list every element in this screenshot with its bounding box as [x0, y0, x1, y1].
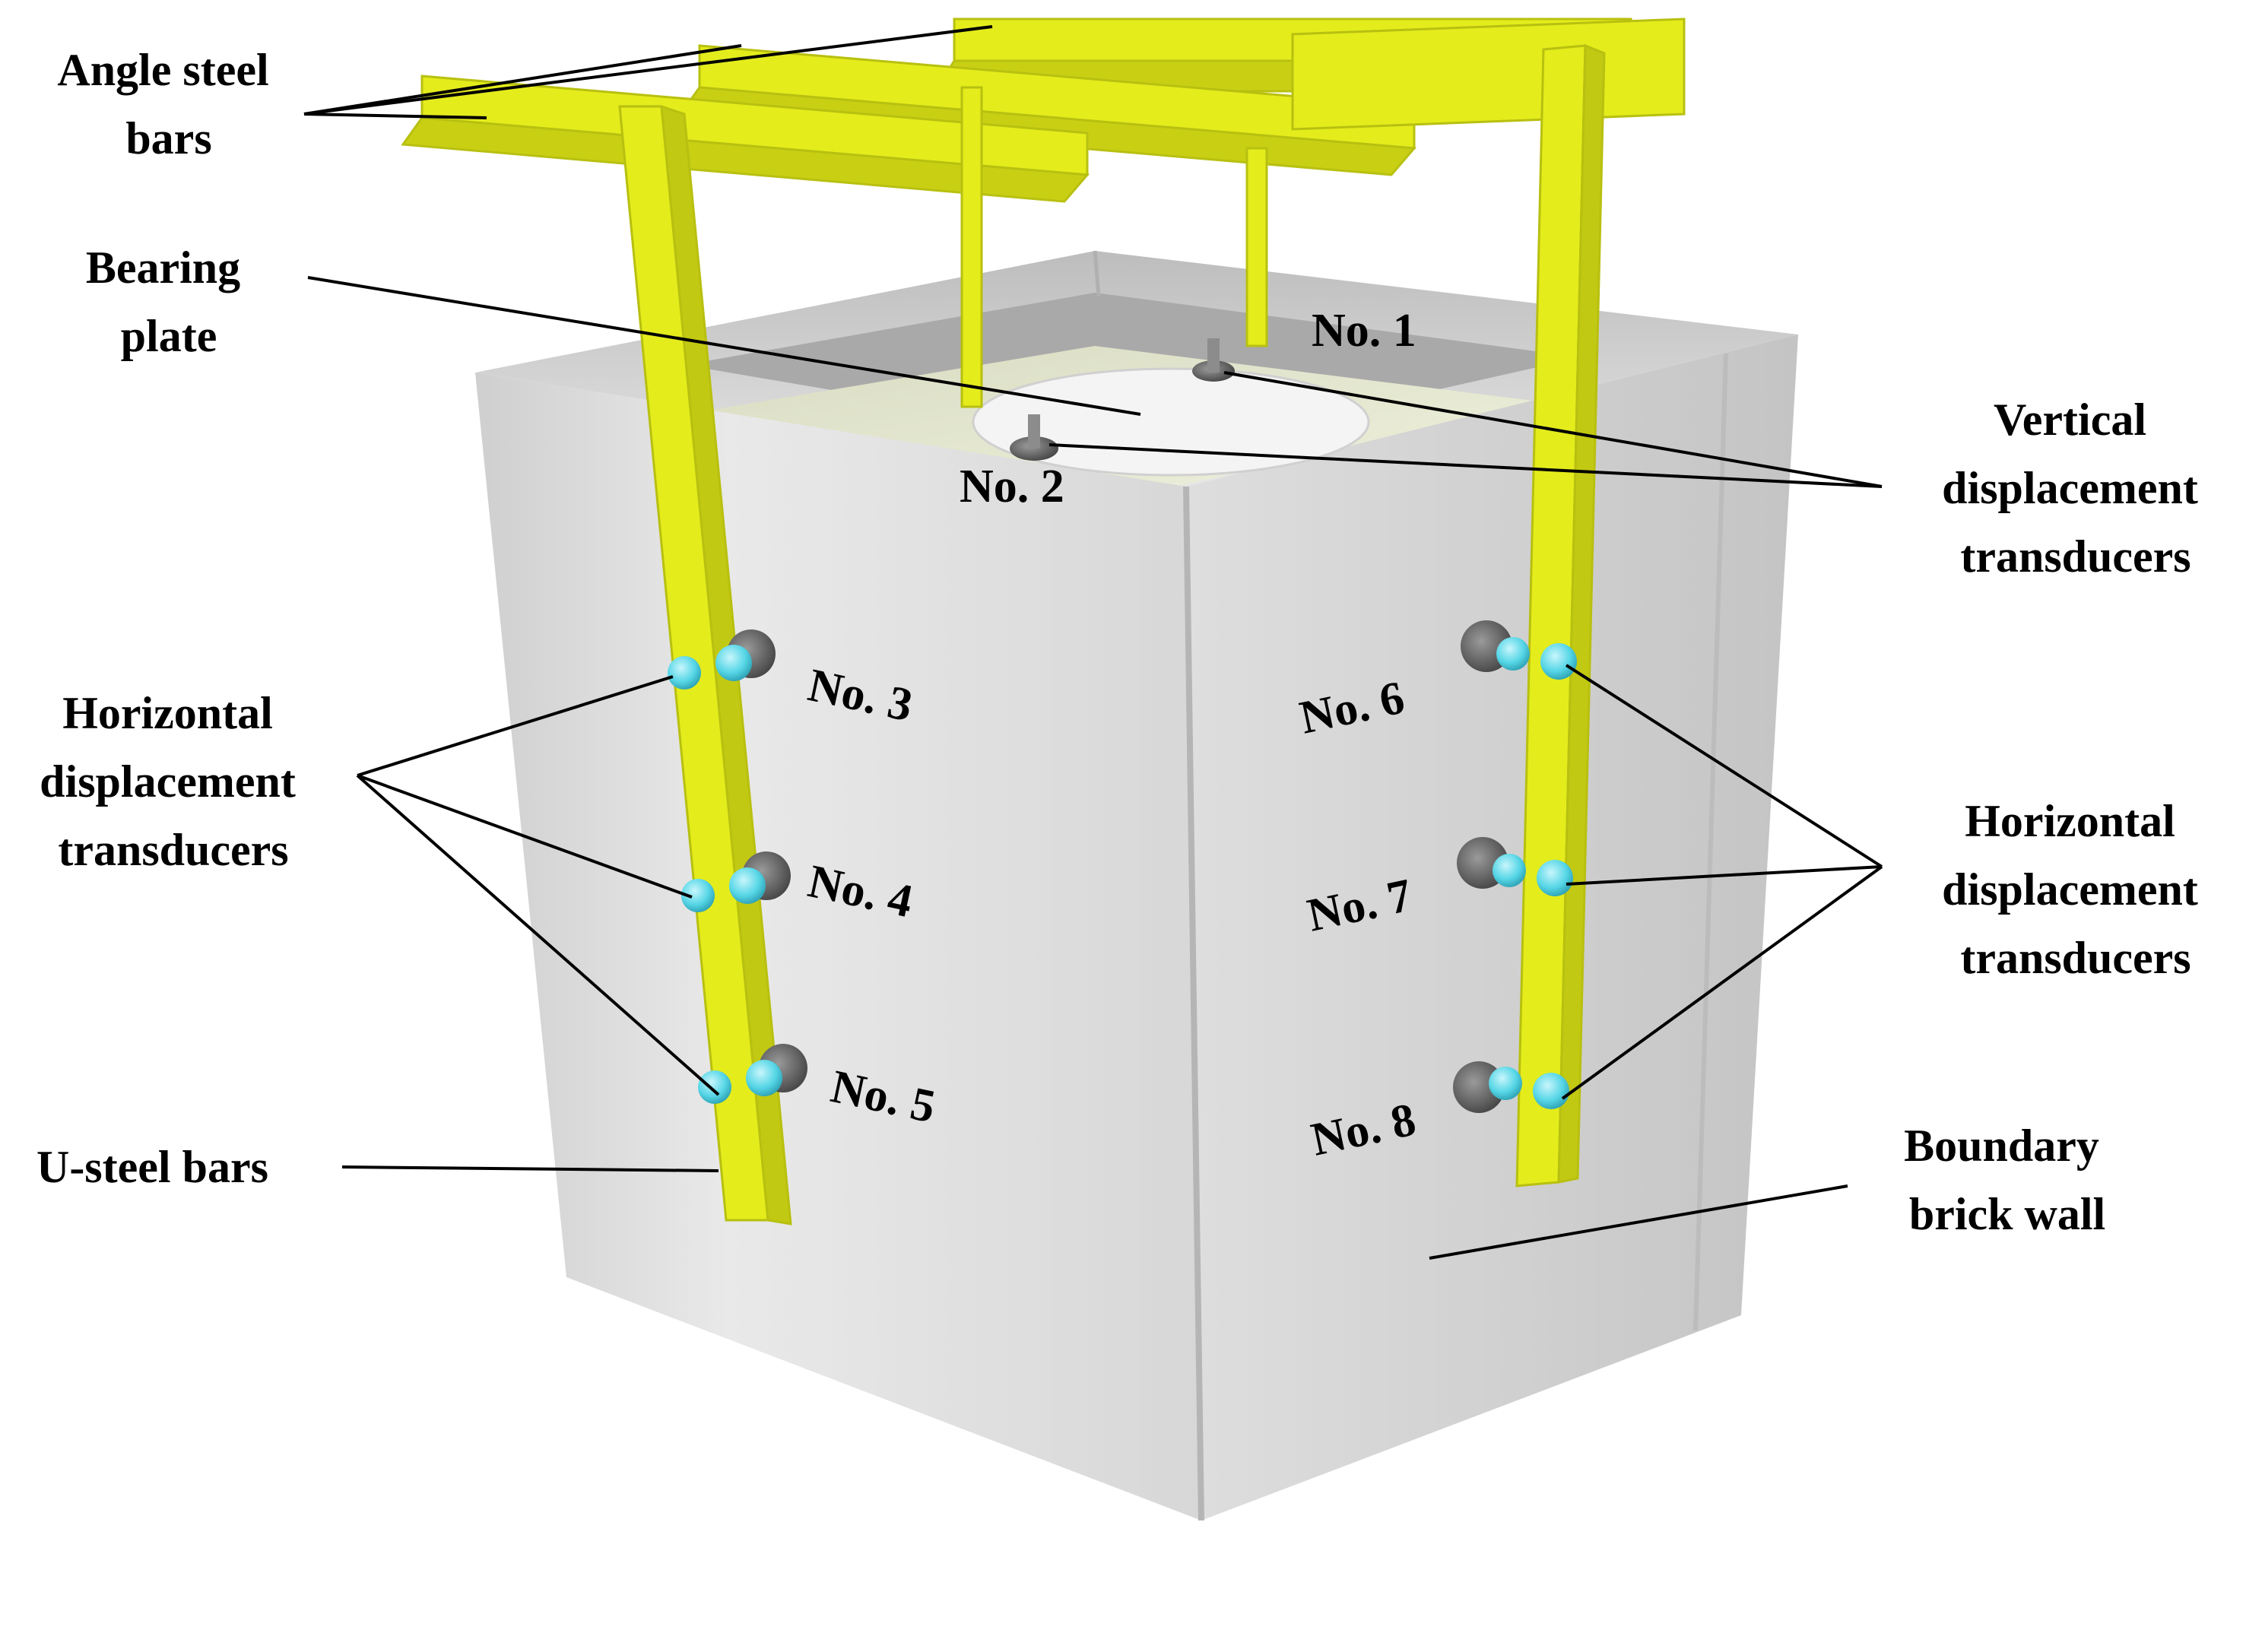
horizontal-transducer-no7 [1537, 860, 1573, 896]
label-boundary-wall: Boundary brick wall [1904, 1121, 2111, 1239]
boundary-brick-wall [475, 250, 1798, 1521]
leader-horizontal-left [357, 675, 674, 777]
transducer-label-no1: No. 1 [1312, 305, 1416, 357]
wall-seam [1093, 250, 1101, 297]
transducer-stem [1207, 338, 1220, 373]
leader-vertical [1048, 443, 1883, 488]
wall-front-face [475, 373, 1201, 1520]
leader-u-steel [341, 1165, 719, 1172]
horizontal-transducer-no7 [1493, 854, 1526, 887]
leader-horizontal-left [356, 774, 720, 1096]
wall-side-face [1186, 335, 1798, 1520]
label-vertical-transducers: Vertical displacement transducers [1942, 395, 2210, 582]
leader-horizontal-left [357, 774, 693, 899]
wall-seam [1693, 353, 1728, 1331]
horizontal-transducer-no6 [1540, 643, 1577, 680]
horizontal-transducer-no3 [668, 656, 701, 690]
bearing-plate-assembly [972, 338, 1370, 477]
leader-lines [303, 25, 1883, 1260]
angle-steel-bars [401, 17, 1686, 408]
horizontal-transducer-no5 [698, 1070, 731, 1104]
horizontal-transducers-left [668, 629, 807, 1104]
label-horizontal-transducers-right: Horizontal displacement transducers [1942, 796, 2210, 983]
horizontal-transducer-no8 [1533, 1073, 1569, 1109]
label-bearing-plate: Bearing plate [86, 243, 252, 361]
label-horizontal-transducers-left: Horizontal displacement transducers [40, 688, 307, 875]
horizontal-transducer-no4 [681, 879, 715, 912]
wall-seam [1183, 486, 1204, 1521]
angle-steel-bar [401, 116, 1090, 203]
horizontal-transducers-right [1453, 620, 1577, 1113]
leader-angle-steel [303, 25, 993, 116]
angle-steel-bar [1291, 17, 1686, 131]
horizontal-transducer-no8 [1489, 1067, 1522, 1100]
transducer-stem [1028, 414, 1040, 449]
hanger-no2 [960, 86, 983, 408]
u-steel-bar-right [1557, 43, 1606, 1184]
leader-angle-steel [303, 113, 487, 119]
leader-horizontal-right [1561, 865, 1883, 1100]
horizontal-transducer-no3 [715, 645, 752, 681]
label-u-steel: U-steel bars [36, 1142, 268, 1192]
leader-boundary-wall [1429, 1184, 1848, 1260]
hanger-no1 [1245, 147, 1268, 347]
label-angle-steel: Angle steel bars [57, 45, 280, 163]
leader-horizontal-right [1566, 865, 1883, 886]
horizontal-transducer-no4 [729, 867, 766, 904]
leader-horizontal-right [1565, 664, 1883, 868]
horizontal-transducer-no6 [1496, 637, 1530, 671]
horizontal-transducer-no5 [746, 1060, 782, 1096]
leader-bearing-plate [307, 276, 1141, 416]
leader-vertical [1223, 371, 1883, 488]
bearing-plate [972, 367, 1370, 477]
transducer-label-no2: No. 2 [960, 461, 1064, 512]
leader-angle-steel [303, 44, 742, 116]
